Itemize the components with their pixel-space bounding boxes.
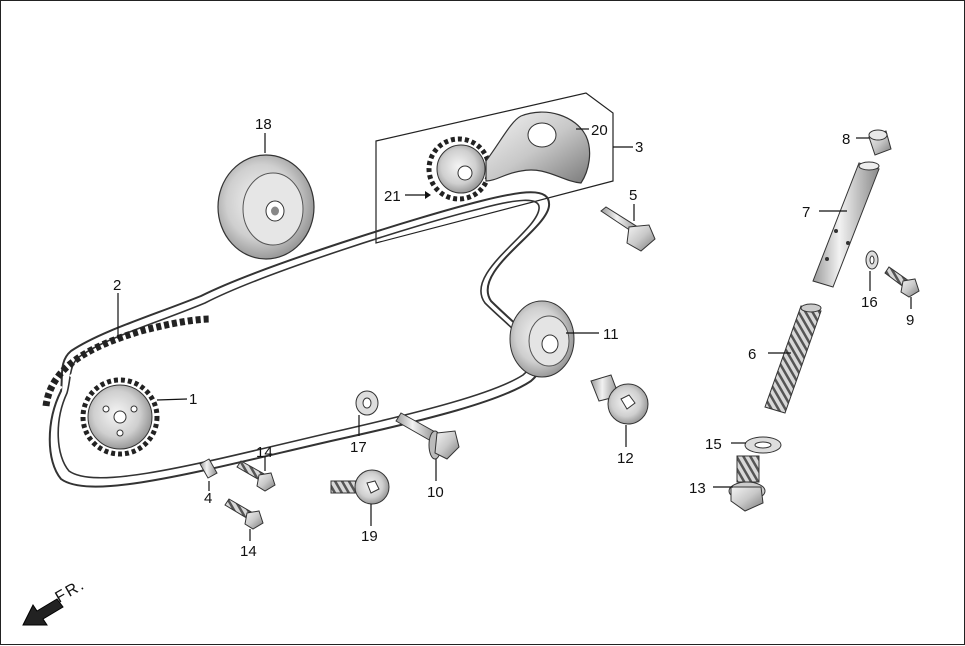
tensioner-arm [485, 111, 591, 184]
callout-6: 6 [748, 346, 756, 363]
bolt-9 [884, 266, 920, 298]
callout-18: 18 [255, 116, 272, 133]
bolt-14-lower [224, 498, 264, 530]
callout-7: 7 [802, 204, 810, 221]
callout-15: 15 [705, 436, 722, 453]
callout-4: 4 [204, 490, 212, 507]
callout-9: 9 [906, 312, 914, 329]
pivot-bolt-12 [590, 374, 649, 425]
bolt-5 [600, 206, 656, 252]
bolt-19 [330, 469, 390, 505]
bolt-10 [395, 412, 460, 460]
callout-20: 20 [591, 122, 608, 139]
sealing-bolt-13 [728, 455, 766, 512]
callout-14-lower: 14 [240, 543, 257, 560]
cap-8 [868, 129, 892, 156]
callout-12: 12 [617, 450, 634, 467]
callout-16: 16 [861, 294, 878, 311]
callout-2: 2 [113, 277, 121, 294]
washer-15 [744, 436, 782, 454]
tensioner-sprocket [426, 136, 492, 202]
callout-8: 8 [842, 131, 850, 148]
front-direction-label: FR. [53, 576, 89, 607]
bolt-14-upper [236, 460, 276, 492]
callouts: 1 2 3 4 5 6 7 8 9 10 11 12 13 14 14 15 1… [113, 116, 914, 560]
washer-16 [865, 250, 879, 270]
callout-21: 21 [384, 188, 401, 205]
callout-13: 13 [689, 480, 706, 497]
callout-1: 1 [189, 391, 197, 408]
chain-roller [509, 300, 575, 378]
leader-lines [117, 128, 912, 541]
washer-17 [355, 390, 379, 416]
tensioner-spring-6 [764, 303, 822, 414]
front-direction-arrow-icon [22, 598, 64, 626]
cam-chain [42, 191, 551, 488]
dowel-pin-4 [199, 458, 218, 479]
callout-11: 11 [603, 326, 619, 343]
callout-3: 3 [635, 139, 643, 156]
callout-10: 10 [427, 484, 444, 501]
callout-14-upper: 14 [256, 444, 273, 461]
chain-guide-roller [217, 154, 315, 260]
cam-sprocket [80, 377, 160, 457]
callout-5: 5 [629, 187, 637, 204]
tensioner-rod-7 [812, 161, 880, 288]
callout-19: 19 [361, 528, 378, 545]
callout-17: 17 [350, 439, 367, 456]
